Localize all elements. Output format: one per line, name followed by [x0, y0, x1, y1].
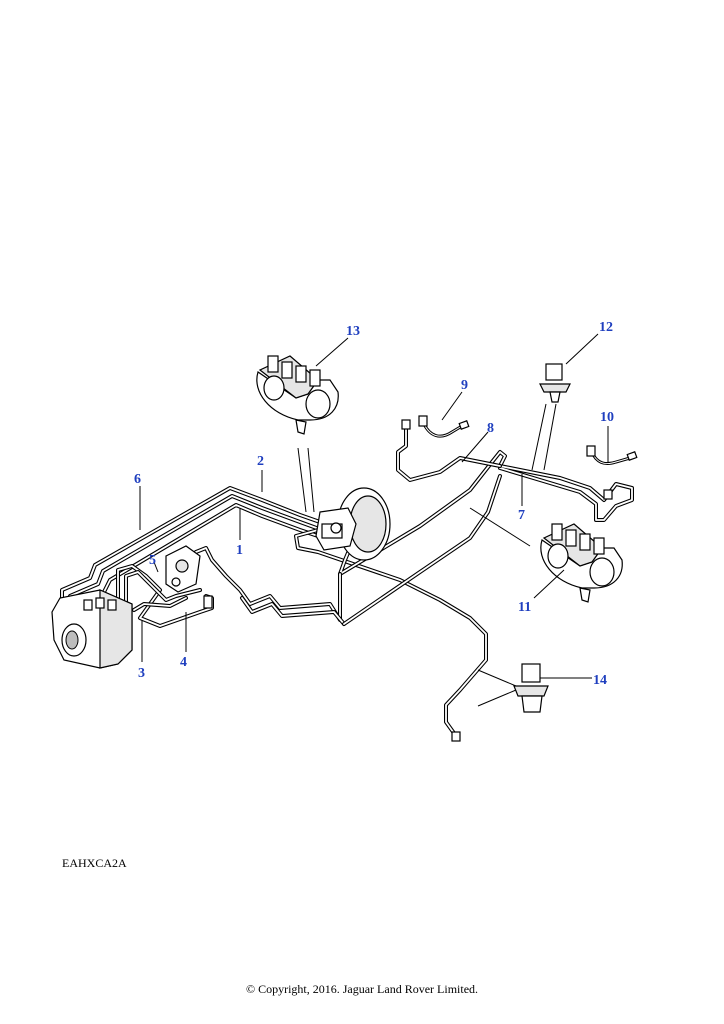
- callout-9: 9: [461, 378, 468, 393]
- leader-lines: [139, 333, 609, 707]
- callout-2: 2: [257, 454, 264, 469]
- abs-modulator: [51, 589, 133, 669]
- copyright-notice: © Copyright, 2016. Jaguar Land Rover Lim…: [245, 982, 479, 996]
- pipe-8-front: [396, 422, 502, 482]
- clip-13: [256, 355, 339, 435]
- hose-10: [586, 445, 638, 466]
- callout-12: 12: [599, 320, 613, 335]
- callout-1: 1: [236, 543, 243, 558]
- clip-14: [513, 663, 549, 713]
- callout-14: 14: [593, 673, 607, 688]
- pipe-8-7: [194, 450, 634, 626]
- callout-11: 11: [518, 600, 531, 615]
- callout-10: 10: [600, 410, 614, 425]
- diagram-reference-code: EAHXCA2A: [62, 856, 127, 870]
- callout-4: 4: [180, 655, 187, 670]
- clip-11: [540, 523, 623, 603]
- callout-7: 7: [518, 508, 525, 523]
- pipe-1: [294, 528, 488, 738]
- brake-booster: [315, 487, 391, 561]
- pipe-fittings: [203, 419, 613, 742]
- pressure-valve: [165, 545, 201, 593]
- callout-5: 5: [149, 553, 156, 568]
- callout-3: 3: [138, 666, 145, 681]
- callout-13: 13: [346, 324, 360, 339]
- clip-12: [539, 363, 571, 403]
- hose-9: [418, 415, 470, 438]
- callout-labels: 1 2 3 4 5 6 7 8 9 10 11 12 13 14: [134, 320, 614, 688]
- callout-8: 8: [487, 421, 494, 436]
- callout-6: 6: [134, 472, 141, 487]
